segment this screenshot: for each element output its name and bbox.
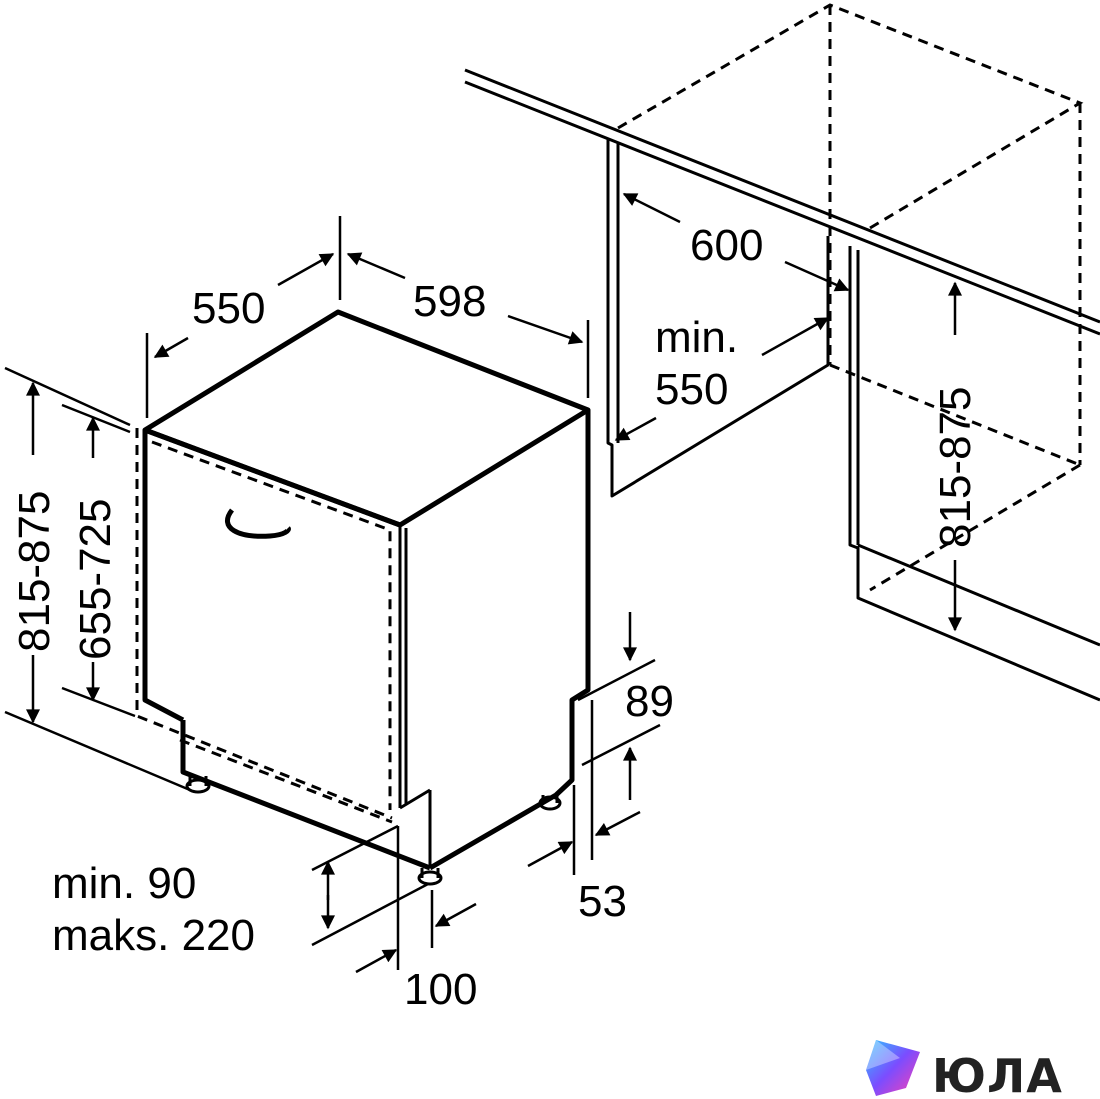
foot-left-icon <box>185 778 211 794</box>
logo-mark-icon <box>866 1040 920 1096</box>
label-niche-min: min. <box>655 313 738 362</box>
label-min-90: min. 90 <box>52 859 196 908</box>
label-maks-220: maks. 220 <box>52 911 255 960</box>
dishwasher-body <box>135 309 591 886</box>
label-plinth-53: 53 <box>578 877 627 926</box>
label-depth-550: 550 <box>192 284 265 333</box>
logo-text: ЮЛА <box>932 1049 1063 1099</box>
label-plinth-89: 89 <box>625 677 674 726</box>
door-handle-icon <box>225 508 291 539</box>
dimension-labels: 550 598 600 min. 550 815-875 655-725 815… <box>10 221 980 1014</box>
label-niche-min-550: 550 <box>655 365 728 414</box>
brand-logo: ЮЛА <box>866 1040 1063 1099</box>
label-height-right: 815-875 <box>931 387 980 548</box>
label-niche-600: 600 <box>690 221 763 270</box>
foot-right-icon <box>538 795 562 811</box>
label-height-left-inner: 655-725 <box>71 499 120 660</box>
label-height-left-outer: 815-875 <box>10 491 59 652</box>
dimension-lines <box>4 192 962 974</box>
kitchen-niche <box>464 3 1100 702</box>
label-width-598: 598 <box>413 277 486 326</box>
label-depth-100: 100 <box>404 965 477 1014</box>
foot-front-icon <box>417 870 443 886</box>
